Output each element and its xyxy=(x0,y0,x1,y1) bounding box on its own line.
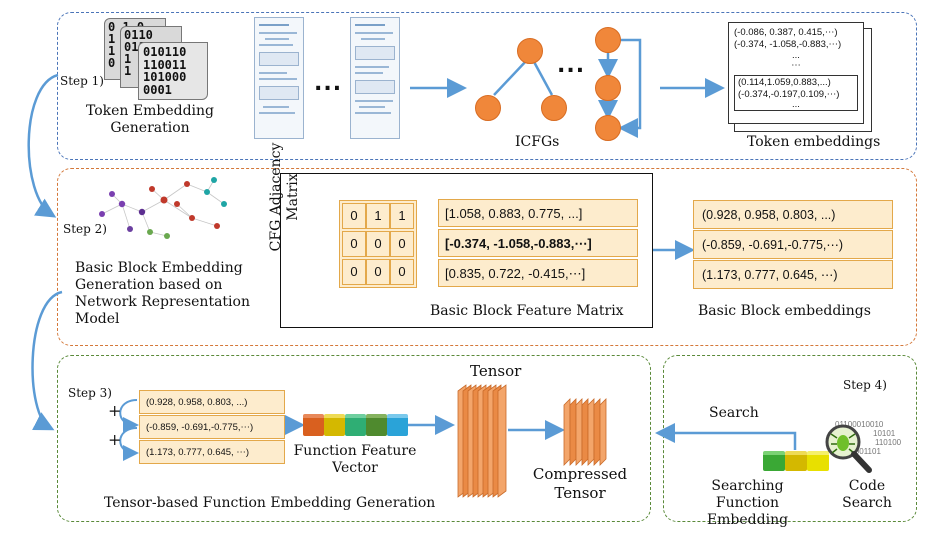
compressed-tensor-icon xyxy=(563,398,607,466)
code-screenshot xyxy=(350,17,400,139)
step1-label: Step 1) xyxy=(60,74,104,88)
bb-embedding-row: (0.928, 0.958, 0.803, ...) xyxy=(693,200,893,229)
adj-cell: 0 xyxy=(342,231,366,257)
adj-cell: 1 xyxy=(366,203,390,229)
graph-network-icon xyxy=(99,177,227,239)
adj-cell: 0 xyxy=(390,259,414,285)
step4-label: Step 4) xyxy=(843,378,887,392)
adjacency-label: CFG Adjacency Matrix xyxy=(268,142,301,252)
adj-cell: 0 xyxy=(342,259,366,285)
feature-row: [1.058, 0.883, 0.775, ...] xyxy=(438,199,638,227)
searching-function-embedding-cubes xyxy=(763,451,829,473)
step3-caption: Tensor-based Function Embedding Generati… xyxy=(104,495,436,511)
magnifier-bug-icon: 01100010010 10101 110100 1010001101 xyxy=(815,420,915,476)
step2-to-step3-arrow xyxy=(31,290,63,431)
embedding-line: (0.114,1.059,0.883,...) xyxy=(738,77,831,88)
ellipsis: ... xyxy=(557,53,586,78)
icfg-node xyxy=(595,75,621,101)
plus-sign: + xyxy=(108,430,122,449)
icfg-node xyxy=(595,27,621,53)
step1-to-step2-arrow xyxy=(27,73,59,218)
token-embeddings-stack: (-0.086, 0.387, 0.415,⋯) (-0.374, -1.058… xyxy=(728,22,872,132)
step2-caption: Basic Block Embedding Generation based o… xyxy=(75,260,250,327)
binary-line: 0001 xyxy=(143,82,172,97)
tensor-label: Tensor xyxy=(470,362,522,380)
binary-bg-line: 01100010010 xyxy=(835,420,884,429)
binary-line: 110011 xyxy=(143,57,187,72)
icfg-node xyxy=(517,38,543,64)
binary-bg-line: 110100 xyxy=(875,438,902,447)
step1-panel xyxy=(57,12,917,160)
tensor-icon xyxy=(457,384,507,498)
token-embedding-caption: Token Embedding Generation xyxy=(85,103,215,136)
ffv-label: Function Feature Vector xyxy=(293,443,417,476)
search-label: Search xyxy=(709,405,759,421)
bb-embeddings-label: Basic Block embeddings xyxy=(698,303,871,319)
embedding-line: (-0.374, -1.058,-0.883,⋯) xyxy=(734,39,842,50)
adj-cell: 0 xyxy=(342,203,366,229)
feature-row: [0.835, 0.722, -0.415,⋯] xyxy=(438,259,638,287)
function-row: (1.173, 0.777, 0.645, ⋯) xyxy=(139,440,285,464)
function-row: (-0.859, -0.691,-0.775,⋯) xyxy=(139,415,285,439)
plus-sign: + xyxy=(108,401,122,420)
icfg-node xyxy=(595,115,621,141)
binary-line: 101000 xyxy=(143,70,187,84)
feature-row: [-0.374, -1.058,-0.883,⋯] xyxy=(438,229,638,257)
bb-embedding-row: (-0.859, -0.691,-0.775,⋯) xyxy=(693,230,893,259)
ellipsis: ... xyxy=(314,71,343,96)
binary-bg-line: 10101 xyxy=(873,429,896,438)
step3-panel xyxy=(57,355,651,522)
icfg-label: ICFGs xyxy=(515,134,560,150)
adj-cell: 0 xyxy=(366,231,390,257)
token-embeddings-label: Token embeddings xyxy=(747,134,881,150)
code-screenshot xyxy=(254,17,304,139)
step2-panel xyxy=(57,168,917,346)
embedding-line: (-0.086, 0.387, 0.415,⋯) xyxy=(734,27,838,38)
adjacency-matrix: 0 1 1 0 0 0 0 0 0 xyxy=(339,200,417,288)
step3-label: Step 3) xyxy=(68,386,112,400)
binary-bg-line: 1010001101 xyxy=(837,447,881,456)
compressed-tensor-label: Compressed Tensor xyxy=(532,465,628,502)
adj-cell: 0 xyxy=(390,231,414,257)
bb-embedding-row: (1.173, 0.777, 0.645, ⋯) xyxy=(693,260,893,289)
function-feature-vector xyxy=(303,414,413,438)
feature-matrix-label: Basic Block Feature Matrix xyxy=(430,303,624,319)
binary-line: 010110 xyxy=(143,45,187,59)
sfe-label: Searching Function Embedding xyxy=(706,478,789,528)
search-arrow xyxy=(655,423,797,450)
embedding-line: (-0.374,-0.197,0.109,⋯) xyxy=(738,89,840,100)
adj-cell: 1 xyxy=(390,203,414,229)
code-search-label: Code Search xyxy=(842,478,892,511)
adj-cell: 0 xyxy=(366,259,390,285)
icfg-node xyxy=(541,95,567,121)
function-row: (0.928, 0.958, 0.803, ...) xyxy=(139,390,285,414)
icfg-node xyxy=(475,95,501,121)
step2-label: Step 2) xyxy=(63,222,107,236)
